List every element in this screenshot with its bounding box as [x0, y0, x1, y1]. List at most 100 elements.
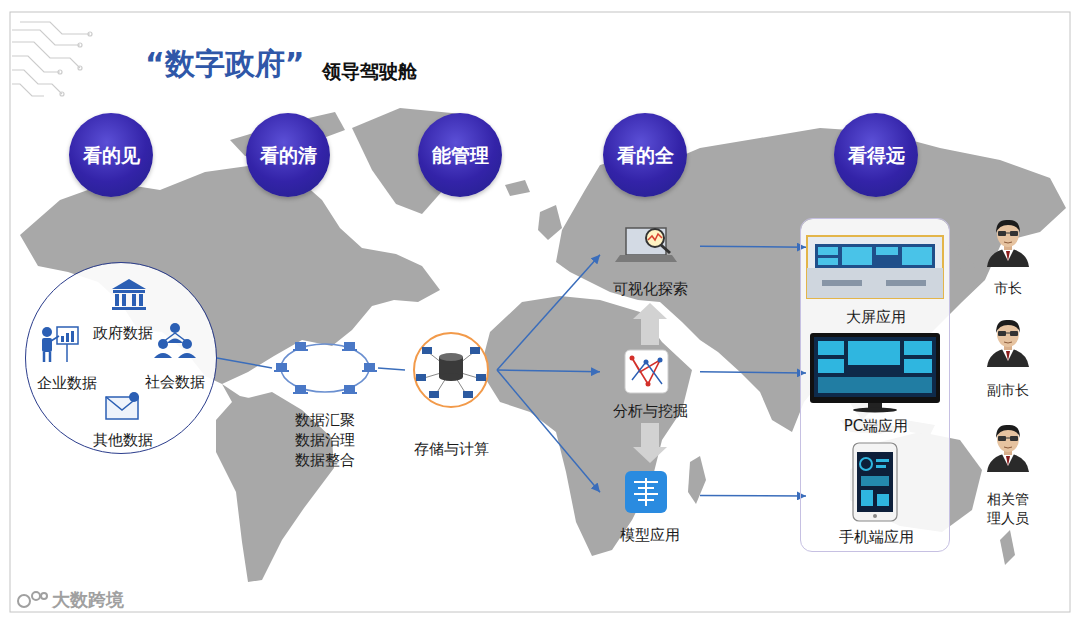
society-icon-part [170, 323, 180, 333]
analysis-icon-part [646, 382, 651, 387]
data-source: 社会数据 [139, 321, 211, 391]
phone-image-part-part [876, 459, 889, 462]
app-item: 手机端应用 [806, 441, 946, 546]
storage-icon-part-part [429, 391, 439, 398]
goal-circle: 看得远 [834, 113, 918, 197]
world-map-part [538, 205, 562, 240]
person: 市长 [978, 215, 1038, 297]
data-ring: 数据汇聚 数据治理 数据整合 [272, 330, 378, 470]
person: 副市长 [978, 315, 1038, 399]
node-label: 存储与计算 [414, 440, 489, 458]
pc-monitor-image-part [818, 341, 932, 393]
phone-image-part-part [861, 476, 889, 486]
data-source: 政府数据 [83, 276, 163, 342]
person: 相关管理人员 [972, 420, 1044, 528]
enterprise-icon-part [66, 333, 69, 342]
pc-monitor-image-part [810, 333, 940, 403]
person-icon [987, 220, 1029, 267]
other-data-icon [106, 392, 139, 419]
visual-explore-icon-part [661, 245, 670, 253]
visual-explore-icon-part [646, 229, 664, 247]
watermark: 大数跨境 [52, 589, 124, 611]
world-map-part [688, 456, 706, 504]
storage-icon-part [414, 333, 488, 407]
network-ring-icon-part [274, 342, 377, 394]
visual-explore-icon [615, 228, 677, 262]
government-icon-part [115, 294, 119, 306]
big-screen-image-part [818, 247, 932, 265]
node-label: 企业数据 [37, 374, 97, 392]
phone-image-part [873, 514, 877, 518]
big-screen-image-part [807, 236, 943, 298]
pc-monitor-image-part-part [848, 341, 900, 365]
storage-icon-part [439, 353, 463, 361]
pc-monitor-image-part-part [818, 341, 844, 355]
node-label: 政府数据 [93, 324, 153, 342]
node-label: 大屏应用 [846, 308, 906, 326]
network-ring-icon-part-part [274, 370, 289, 372]
big-screen-image-part-part [818, 247, 838, 255]
circuit-lines-part [78, 66, 82, 70]
pc-monitor-image-part-part [818, 377, 932, 393]
phone-image-part [857, 452, 893, 512]
node-label: 数据汇聚 数据治理 数据整合 [293, 410, 357, 470]
process-node: 分析与挖掘 [600, 348, 700, 420]
data-source: 企业数据 [31, 326, 103, 392]
big-screen-image-part [886, 280, 926, 286]
subtitle: 领导驾驶舱 [322, 60, 417, 83]
big-screen-image-part-part [842, 247, 872, 265]
storage-icon [414, 333, 488, 407]
network-ring-icon-part-part [342, 349, 357, 351]
watermark-logo [18, 592, 47, 607]
node-label: 副市长 [987, 382, 1029, 399]
pc-monitor-image-part-part [904, 341, 932, 355]
node-label: 社会数据 [145, 373, 205, 391]
circuit-lines-part [12, 84, 44, 96]
circuit-lines-part [58, 70, 62, 74]
phone-image-part-part [861, 490, 873, 506]
enterprise-icon-part [42, 338, 52, 352]
enterprise-icon-part [66, 344, 68, 362]
world-map-part [1000, 530, 1015, 565]
node-label: 看的清 [260, 144, 317, 167]
phone-image-part-part [860, 458, 872, 470]
network-ring-icon-part-part [344, 342, 355, 349]
node-label: 模型应用 [620, 526, 680, 544]
data-source: 其他数据 [87, 393, 159, 449]
enterprise-icon-part [57, 327, 78, 344]
storage-icon-part-part [476, 374, 486, 381]
node-label: 手机端应用 [839, 528, 914, 546]
enterprise-icon-part [43, 352, 46, 362]
model-icon-part-part [634, 481, 658, 483]
circuit-lines-part [12, 70, 62, 94]
node-label: 分析与挖掘 [613, 402, 688, 420]
connector-line [700, 246, 806, 248]
enterprise-icon-part [61, 336, 64, 342]
app-item: PC端应用 [806, 331, 946, 435]
storage-node: 存储与计算 [405, 328, 497, 458]
circuit-lines-part [88, 32, 92, 36]
model-icon-part-part [638, 499, 654, 501]
node-label: 其他数据 [93, 431, 153, 449]
analysis-icon [625, 350, 668, 393]
society-icon-part [182, 339, 192, 349]
big-screen-image-part-part [818, 258, 838, 265]
block-arrow [633, 423, 667, 463]
process-node: 可视化探索 [600, 222, 700, 298]
node-label: 能管理 [432, 144, 489, 167]
government-icon-part [112, 279, 146, 289]
big-screen-image [807, 236, 943, 298]
phone-image-part-part [876, 465, 886, 468]
government-icon-part [113, 290, 145, 293]
analysis-icon-part [632, 358, 660, 384]
diagram-title: “数字政府” [145, 46, 304, 82]
society-icon-part [154, 353, 172, 358]
enterprise-icon-part [51, 336, 59, 341]
node-label: 看的见 [83, 144, 140, 167]
big-screen-image-part-part [876, 247, 898, 255]
world-map [20, 108, 1066, 582]
network-ring-icon-part-part [276, 363, 287, 370]
government-icon-part [139, 294, 143, 306]
watermark-logo-part [32, 592, 40, 600]
model-icon [625, 471, 667, 513]
